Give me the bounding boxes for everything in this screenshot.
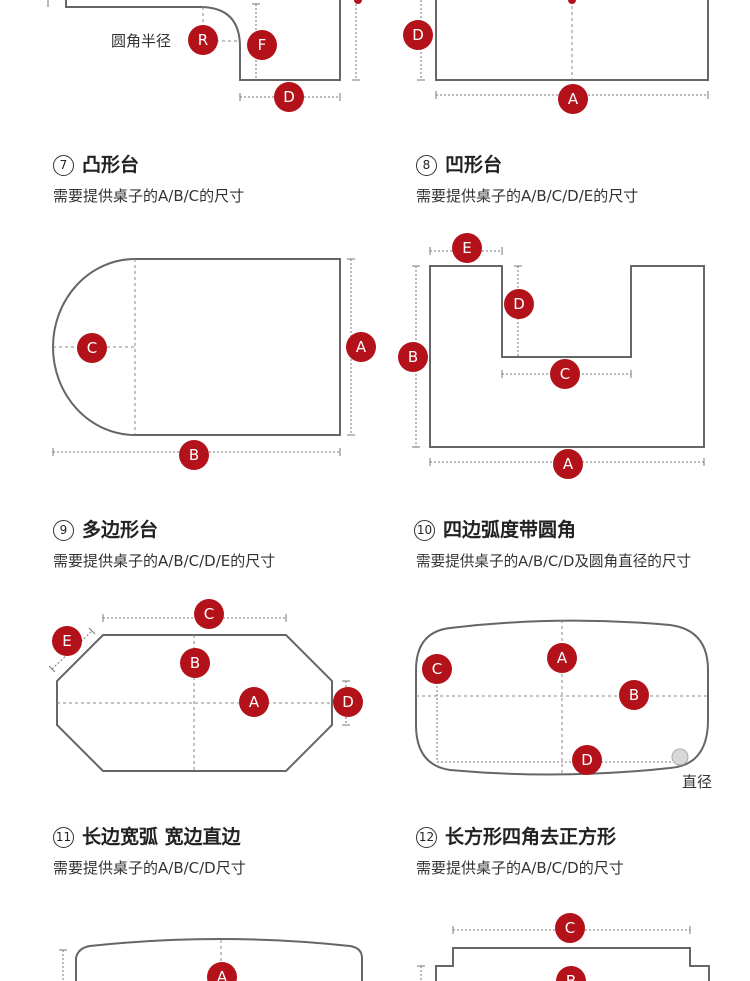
- badge-9-A: A: [239, 687, 269, 717]
- section-11-subtitle: 需要提供桌子的A/B/C/D尺寸: [53, 859, 246, 877]
- section-12-number: 12: [416, 827, 437, 848]
- diagram-11-outline: [75, 938, 363, 981]
- svg-text:C: C: [560, 365, 570, 383]
- section-7-title: 凸形台: [82, 154, 140, 176]
- section-8-number: 8: [416, 155, 437, 176]
- svg-text:R: R: [198, 31, 208, 49]
- svg-text:B: B: [566, 972, 576, 981]
- badge-top-left-R: R: [188, 25, 218, 55]
- section-7-heading: 7 凸形台: [53, 150, 139, 177]
- section-11-heading: 11 长边宽弧 宽边直边: [53, 822, 241, 849]
- svg-text:B: B: [189, 446, 199, 464]
- badge-9-D: D: [333, 687, 363, 717]
- section-9-title: 多边形台: [82, 519, 159, 541]
- badge-11-A: A: [207, 962, 237, 981]
- svg-text:D: D: [581, 751, 593, 769]
- svg-text:B: B: [190, 654, 200, 672]
- diagram-10-outline: [415, 619, 709, 776]
- badge-10-D: D: [572, 745, 602, 775]
- svg-text:D: D: [412, 26, 424, 44]
- badge-8-B: B: [398, 342, 428, 372]
- badge-top-left-D: D: [274, 82, 304, 112]
- section-10-number: 10: [414, 520, 435, 541]
- badge-8-D: D: [504, 289, 534, 319]
- svg-text:C: C: [432, 660, 442, 678]
- section-10-heading: 10 四边弧度带圆角: [414, 515, 576, 542]
- svg-text:C: C: [204, 605, 214, 623]
- corner-radius-label: 圆角半径: [111, 32, 172, 50]
- badge-8-E: E: [452, 233, 482, 263]
- badge-10-A: A: [547, 643, 577, 673]
- diagram-9-outline: [56, 634, 333, 772]
- section-9-number: 9: [53, 520, 74, 541]
- badge-12-C: C: [555, 913, 585, 943]
- svg-text:D: D: [342, 693, 354, 711]
- badge-top-right-A: A: [558, 84, 588, 114]
- badge-8-C: C: [550, 359, 580, 389]
- diagram-8: [412, 247, 705, 466]
- diagram-9: [48, 614, 350, 772]
- diagram-7-outline: [52, 258, 341, 436]
- badge-10-B: B: [619, 680, 649, 710]
- svg-text:A: A: [217, 968, 228, 981]
- section-10-title: 四边弧度带圆角: [443, 519, 577, 541]
- svg-text:D: D: [513, 295, 525, 313]
- badge-7-A: A: [346, 332, 376, 362]
- svg-text:C: C: [87, 339, 97, 357]
- diagram-12: [417, 926, 710, 981]
- section-8-title: 凹形台: [445, 154, 503, 176]
- badge-10-C: C: [422, 654, 452, 684]
- svg-text:E: E: [62, 632, 71, 650]
- diagram-12-outline: [435, 947, 710, 981]
- svg-text:A: A: [356, 338, 367, 356]
- section-9-subtitle: 需要提供桌子的A/B/C/D/E的尺寸: [53, 552, 276, 570]
- svg-text:C: C: [565, 919, 575, 937]
- badge-9-C: C: [194, 599, 224, 629]
- svg-text:E: E: [462, 239, 471, 257]
- svg-text:B: B: [408, 348, 418, 366]
- section-9-heading: 9 多边形台: [53, 515, 158, 542]
- svg-text:D: D: [283, 88, 295, 106]
- section-12-heading: 12 长方形四角去正方形: [416, 822, 616, 849]
- section-11-number: 11: [53, 827, 74, 848]
- badge-12-B: B: [556, 966, 586, 981]
- svg-text:A: A: [563, 455, 574, 473]
- badge-7-B: B: [179, 440, 209, 470]
- top-left-outline: [65, 0, 341, 81]
- section-12-title: 长方形四角去正方形: [445, 826, 617, 848]
- svg-text:A: A: [557, 649, 568, 667]
- badge-top-left-F: F: [247, 30, 277, 60]
- corner-diameter-marker: [671, 748, 689, 766]
- diagram-top-right: [417, 0, 709, 99]
- diagram-8-outline: [429, 265, 705, 448]
- section-11-title: 长边宽弧 宽边直边: [82, 826, 241, 848]
- section-7-subtitle: 需要提供桌子的A/B/C的尺寸: [53, 187, 245, 205]
- diameter-label: 直径: [682, 773, 713, 791]
- section-7-number: 7: [53, 155, 74, 176]
- section-8-heading: 8 凹形台: [416, 150, 502, 177]
- section-10-subtitle: 需要提供桌子的A/B/C/D及圆角直径的尺寸: [416, 553, 692, 570]
- svg-text:B: B: [629, 686, 639, 704]
- svg-text:A: A: [249, 693, 260, 711]
- badge-8-A: A: [553, 449, 583, 479]
- badge-9-B: B: [180, 648, 210, 678]
- svg-text:F: F: [258, 36, 267, 54]
- badge-9-E: E: [52, 626, 82, 656]
- diagram-11: [59, 938, 363, 981]
- section-8-subtitle: 需要提供桌子的A/B/C/D/E的尺寸: [416, 187, 639, 205]
- section-12-subtitle: 需要提供桌子的A/B/C/D的尺寸: [416, 859, 624, 877]
- badge-top-right-D: D: [403, 20, 433, 50]
- svg-text:A: A: [568, 90, 579, 108]
- badge-7-C: C: [77, 333, 107, 363]
